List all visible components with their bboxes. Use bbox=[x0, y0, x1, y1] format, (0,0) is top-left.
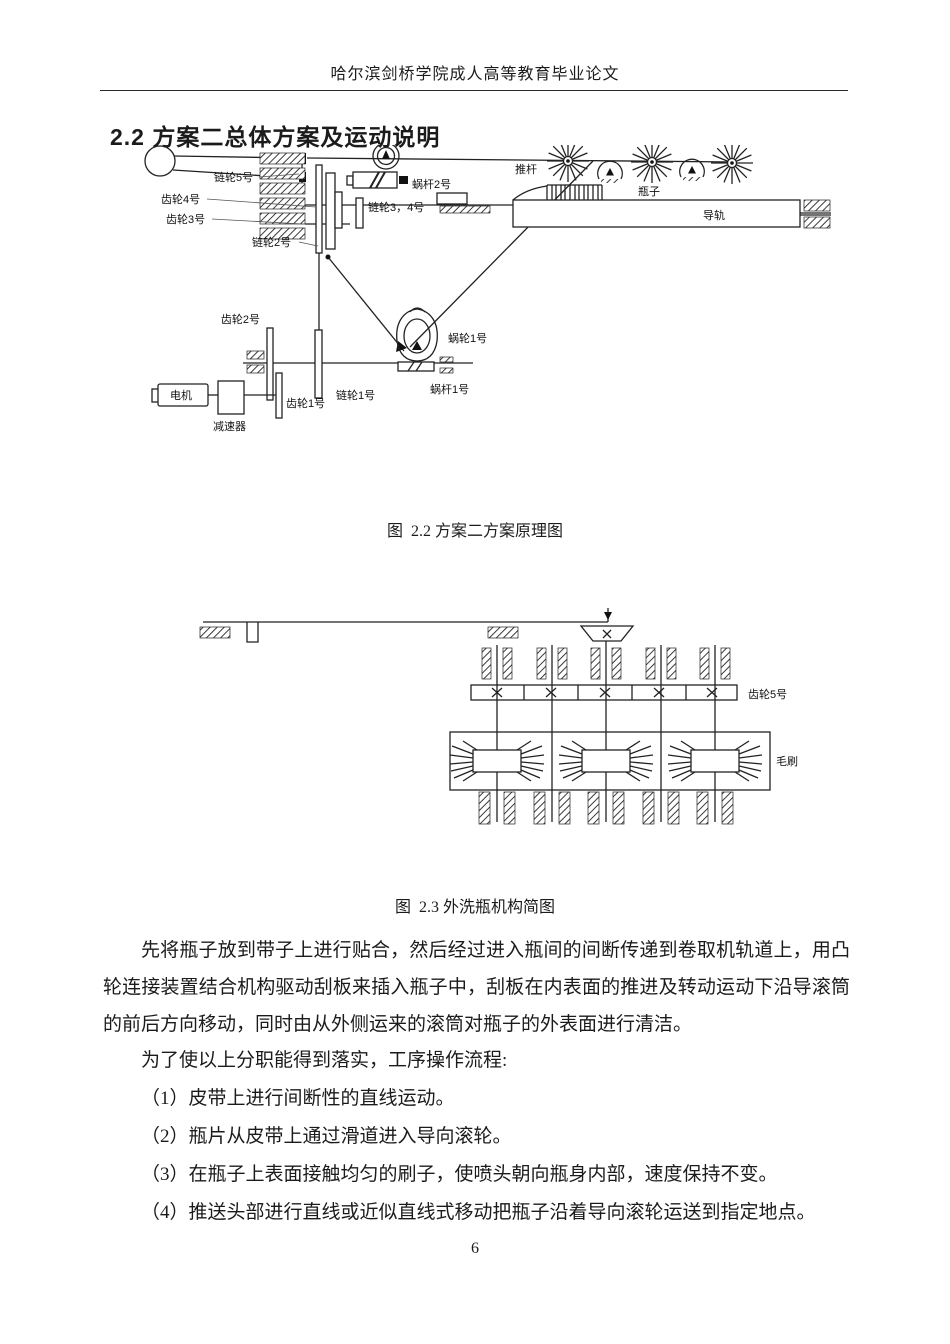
lower-drive-train bbox=[151, 307, 473, 419]
body-paragraph-1: 先将瓶子放到带子上进行贴合，然后经过进入瓶间的间断传递到卷取机轨道上，用凸轮连接… bbox=[103, 940, 850, 1035]
label-gear4: 齿轮4号 bbox=[161, 192, 200, 206]
figure2-caption: 图 2.3 外洗瓶机构简图 bbox=[394, 899, 555, 916]
upper-bearings bbox=[481, 647, 731, 680]
label-worm1: 蜗杆1号 bbox=[430, 382, 469, 396]
figure-2-3-schematic: 齿轮5号 毛刷 bbox=[199, 608, 798, 825]
bottle-2 bbox=[679, 158, 705, 182]
procedure-list: （1）皮带上进行间断性的直线运动。 （2）瓶片从皮带上通过滑道进入导向滚轮。 （… bbox=[103, 1080, 850, 1232]
guide-rail bbox=[512, 199, 831, 229]
label-worm2: 蜗杆2号 bbox=[412, 177, 451, 191]
page-header: 哈尔滨剑桥学院成人高等教育毕业论文 bbox=[330, 66, 620, 83]
label-chain34: 链轮3，4号 bbox=[368, 200, 424, 214]
slider-block bbox=[436, 192, 491, 214]
label-brush: 毛刷 bbox=[776, 755, 798, 768]
label-chain2: 链轮2号 bbox=[252, 235, 291, 249]
feed-line bbox=[199, 608, 635, 643]
figure1-caption: 图 2.2 方案二方案原理图 bbox=[386, 523, 563, 540]
figure1-labels: 链轮5号 齿轮4号 齿轮3号 链轮2号 链轮3，4号 蜗杆2号 齿轮2号 齿轮1… bbox=[161, 170, 487, 433]
bearing-stack bbox=[259, 152, 306, 240]
body-paragraph-2: 为了使以上分职能得到落实，工序操作流程: bbox=[141, 1050, 508, 1071]
chute-comb bbox=[512, 184, 603, 201]
label-gear3: 齿轮3号 bbox=[166, 212, 205, 226]
label-gear1: 齿轮1号 bbox=[286, 396, 325, 410]
label-chain1: 链轮1号 bbox=[336, 388, 375, 402]
label-gear2: 齿轮2号 bbox=[221, 312, 260, 326]
page-number: 6 bbox=[471, 1240, 479, 1257]
header-rule bbox=[100, 90, 848, 91]
list-item: （2）瓶片从皮带上通过滑道进入导向滚轮。 bbox=[141, 1126, 512, 1147]
label-wormwheel1: 蜗轮1号 bbox=[448, 331, 487, 345]
list-item: （4）推送头部进行直线或近似直线式移动把瓶子沿着导向滚轮运送到指定地点。 bbox=[141, 1202, 816, 1223]
push-rod-linkage bbox=[325, 160, 594, 352]
brush-shafts bbox=[496, 641, 716, 822]
gear-rack bbox=[470, 684, 738, 701]
list-item: （3）在瓶子上表面接触均匀的刷子，使喷头朝向瓶身内部，速度保持不变。 bbox=[141, 1164, 778, 1185]
label-push-rod: 推杆 bbox=[515, 162, 537, 176]
sprocket-bars bbox=[315, 164, 364, 254]
label-bottle: 瓶子 bbox=[638, 184, 660, 198]
worm2-assembly bbox=[346, 145, 408, 189]
figure-2-2-schematic: 导轨 瓶子 推杆 bbox=[144, 145, 831, 433]
label-chain5: 链轮5号 bbox=[214, 170, 253, 184]
section-title: 2.2 方案二总体方案及运动说明 bbox=[110, 124, 441, 150]
brush-wheel-2 bbox=[630, 145, 674, 184]
label-motor: 电机 bbox=[170, 388, 192, 402]
brush-wheel-1 bbox=[546, 145, 590, 183]
brush-wheel-3 bbox=[710, 145, 754, 185]
list-item: （1）皮带上进行间断性的直线运动。 bbox=[141, 1088, 455, 1109]
lower-bearings bbox=[478, 791, 734, 825]
bottle-1 bbox=[597, 160, 623, 184]
label-guide-rail: 导轨 bbox=[703, 208, 725, 222]
label-reducer: 减速器 bbox=[213, 420, 246, 433]
label-gear5: 齿轮5号 bbox=[748, 687, 787, 701]
